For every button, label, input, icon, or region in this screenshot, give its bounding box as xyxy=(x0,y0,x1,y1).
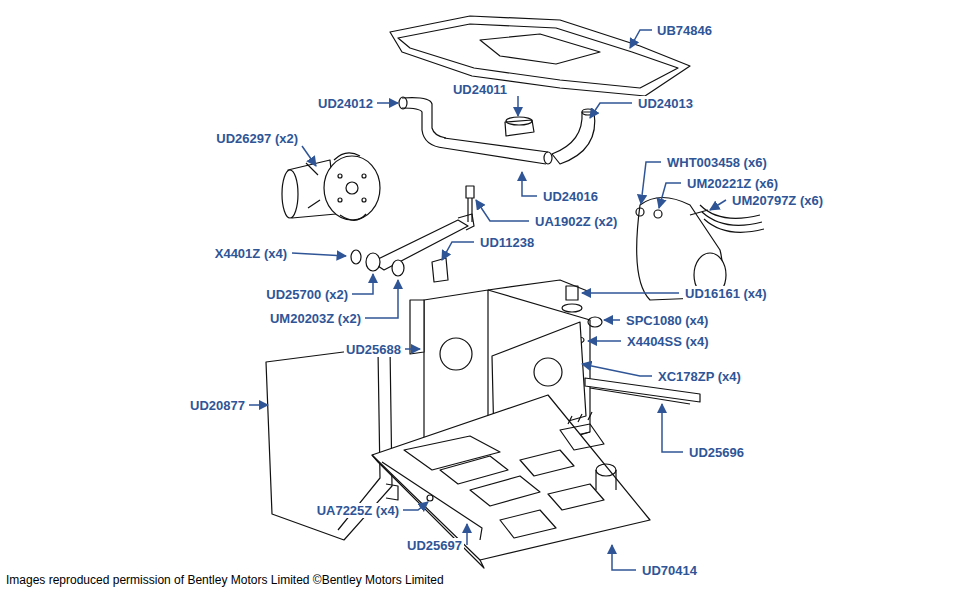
part-number: X4401Z (x4) xyxy=(213,246,289,261)
drawing-stroke xyxy=(476,200,529,221)
drawing-stroke xyxy=(710,200,726,210)
part-number: UD25700 (x2) xyxy=(264,287,350,302)
drawing-stroke xyxy=(662,404,683,452)
drawing-stroke xyxy=(403,502,428,510)
drawing-stroke xyxy=(390,16,690,96)
drawing-stroke xyxy=(372,395,650,560)
drawing-stroke xyxy=(249,30,726,570)
part-number: UM20797Z (x6) xyxy=(730,193,825,208)
drawing-stroke xyxy=(405,348,420,350)
part-number: UD24016 xyxy=(541,189,600,204)
drawing-stroke xyxy=(392,260,404,276)
drawing-stroke xyxy=(346,182,358,194)
part-number: UD16161 (x4) xyxy=(683,286,769,301)
drawing-stroke xyxy=(596,470,616,490)
drawing-stroke xyxy=(386,484,398,500)
drawing-stroke xyxy=(365,280,398,318)
drawing-stroke xyxy=(334,153,366,220)
part-number: UD24011 xyxy=(451,82,509,97)
drawing-stroke xyxy=(582,292,679,294)
drawing-stroke xyxy=(362,198,366,202)
drawing-stroke xyxy=(444,138,548,164)
drawing-stroke xyxy=(440,450,574,506)
drawing-stroke xyxy=(338,198,342,202)
drawing-stroke xyxy=(641,162,661,204)
part-number: UD24012 xyxy=(316,96,375,111)
drawing-stroke xyxy=(659,183,681,208)
drawing-stroke xyxy=(302,146,316,166)
drawing-stroke xyxy=(500,484,604,538)
part-number: UD11238 xyxy=(478,235,536,250)
drawing-stroke xyxy=(306,163,320,208)
drawing-stroke xyxy=(506,117,532,125)
drawing-stroke xyxy=(612,545,636,570)
drawing-stroke xyxy=(552,112,595,164)
drawing-stroke xyxy=(458,214,474,230)
part-number: XC178ZP (x4) xyxy=(656,369,743,384)
drawing-stroke xyxy=(402,98,446,148)
drawing-stroke xyxy=(440,338,472,370)
drawing-stroke xyxy=(324,156,380,220)
part-number: UD26297 (x2) xyxy=(214,131,300,146)
drawing-stroke xyxy=(582,364,652,376)
part-number: UM20221Z (x6) xyxy=(685,176,780,191)
drawing-stroke xyxy=(377,102,398,104)
part-number: UD70414 xyxy=(640,563,699,578)
drawing-stroke xyxy=(427,495,433,501)
drawing-stroke xyxy=(654,210,662,218)
drawing-stroke xyxy=(522,172,537,196)
drawing-stroke xyxy=(398,24,678,88)
part-number: X4404SS (x4) xyxy=(625,334,711,349)
part-number: UB74846 xyxy=(655,23,714,38)
part-number: UD25697 xyxy=(405,538,464,553)
drawing-stroke xyxy=(566,286,578,300)
part-number: UD24013 xyxy=(636,96,695,111)
part-number: WHT003458 (x6) xyxy=(665,155,769,170)
drawing-stroke xyxy=(351,250,361,264)
part-number: UA1902Z (x2) xyxy=(533,214,619,229)
part-number: UD25688 xyxy=(344,342,403,357)
drawing-stroke xyxy=(410,300,424,354)
drawing-stroke xyxy=(596,464,616,476)
drawing-stroke xyxy=(517,96,519,116)
drawing-stroke xyxy=(372,220,468,270)
drawing-stroke xyxy=(352,274,373,294)
drawing-stroke xyxy=(442,242,474,260)
drawing-stroke xyxy=(282,170,298,218)
drawing-stroke xyxy=(399,97,407,109)
part-number: UA7225Z (x4) xyxy=(315,503,401,518)
part-number: UD20877 xyxy=(188,398,247,413)
part-number: UD25696 xyxy=(687,445,746,460)
drawing-stroke xyxy=(604,319,620,321)
part-number: UM20203Z (x2) xyxy=(268,311,363,326)
drawing-stroke xyxy=(562,304,582,312)
drawing-stroke xyxy=(249,404,268,406)
copyright-caption: Images reproduced permission of Bentley … xyxy=(6,573,444,587)
drawing-stroke xyxy=(690,210,708,215)
drawing-stroke xyxy=(534,358,562,386)
drawing-stroke xyxy=(292,253,346,256)
drawing-stroke xyxy=(432,258,448,282)
drawing-stroke xyxy=(362,174,366,178)
drawing-stroke xyxy=(700,205,764,232)
drawing-stroke xyxy=(505,120,534,136)
drawing-stroke xyxy=(466,524,468,545)
drawing-stroke xyxy=(338,174,342,178)
drawing-stroke xyxy=(630,30,652,48)
drawing-stroke xyxy=(560,412,604,450)
drawing-stroke xyxy=(588,340,621,342)
drawing-stroke xyxy=(636,208,644,216)
drawing-stroke xyxy=(590,388,690,404)
drawing-stroke xyxy=(590,103,632,118)
drawing-stroke xyxy=(480,34,600,64)
part-number: SPC1080 (x4) xyxy=(624,313,710,328)
drawing-stroke xyxy=(382,436,500,540)
drawing-stroke xyxy=(544,152,552,164)
drawing-stroke xyxy=(366,253,380,271)
